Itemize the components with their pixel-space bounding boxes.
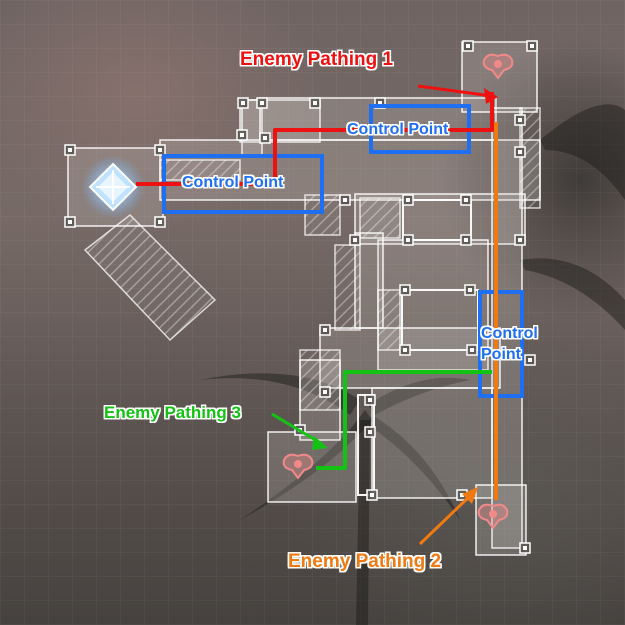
tile-node-dot xyxy=(466,44,470,48)
tile-node-dot xyxy=(403,348,407,352)
enemy-path-3 xyxy=(271,370,492,470)
tile-node-dot xyxy=(260,101,264,105)
tile-node-dot xyxy=(460,493,464,497)
tile-node-dot xyxy=(406,238,410,242)
tile-node-dot xyxy=(518,118,522,122)
control-point-label-1: Control Point xyxy=(182,174,284,191)
control-point-label-3-line2: Point xyxy=(481,346,521,363)
tile-node-dot xyxy=(468,288,472,292)
control-point-label-2: Control Point xyxy=(347,121,449,138)
control-point-label-3-line1: Control xyxy=(481,325,538,342)
tile-node-dot xyxy=(158,148,162,152)
tile-nodes xyxy=(64,40,538,554)
tile-node-dot xyxy=(464,238,468,242)
enemy-spawn-top[interactable] xyxy=(482,53,514,80)
tile-node-dot xyxy=(368,430,372,434)
tile-node-dot xyxy=(464,198,468,202)
enemy-path-2 xyxy=(418,122,498,546)
tile-node-dot xyxy=(378,101,382,105)
enemy-path-2-label: Enemy Pathing 2 xyxy=(288,551,442,572)
tile-node-dot xyxy=(158,220,162,224)
tile-node-dot xyxy=(313,101,317,105)
tile-node-dot xyxy=(343,198,347,202)
enemy-spawn-bottom[interactable] xyxy=(477,503,509,530)
tile-node-dot xyxy=(530,44,534,48)
enemy-path-3-label: Enemy Pathing 3 xyxy=(104,403,241,422)
tile-node-dot xyxy=(323,390,327,394)
tile-node-dot xyxy=(528,358,532,362)
tile-node-dot xyxy=(403,288,407,292)
tile-node-dot xyxy=(68,148,72,152)
tile-node-dot xyxy=(523,546,527,550)
tile-node-dot xyxy=(241,101,245,105)
tile-node-dot xyxy=(68,220,72,224)
tile-node-dot xyxy=(263,136,267,140)
tile-node-dot xyxy=(518,238,522,242)
stairs xyxy=(83,107,541,411)
enemy-path-1-label: Enemy Pathing 1 xyxy=(240,49,394,70)
diamond-crystal-icon[interactable] xyxy=(81,155,145,219)
enemy-path-1 xyxy=(136,84,498,186)
tile-node-dot xyxy=(470,348,474,352)
tile-node-dot xyxy=(353,238,357,242)
tile-node-dot xyxy=(323,328,327,332)
tile-node-dot xyxy=(406,198,410,202)
enemy-spawn-left[interactable] xyxy=(282,453,314,480)
tile-node-dot xyxy=(518,150,522,154)
control-point-box-3 xyxy=(478,290,524,398)
tile-node-dot xyxy=(370,493,374,497)
tile-node-dot xyxy=(368,398,372,402)
tile-node-dot xyxy=(240,133,244,137)
